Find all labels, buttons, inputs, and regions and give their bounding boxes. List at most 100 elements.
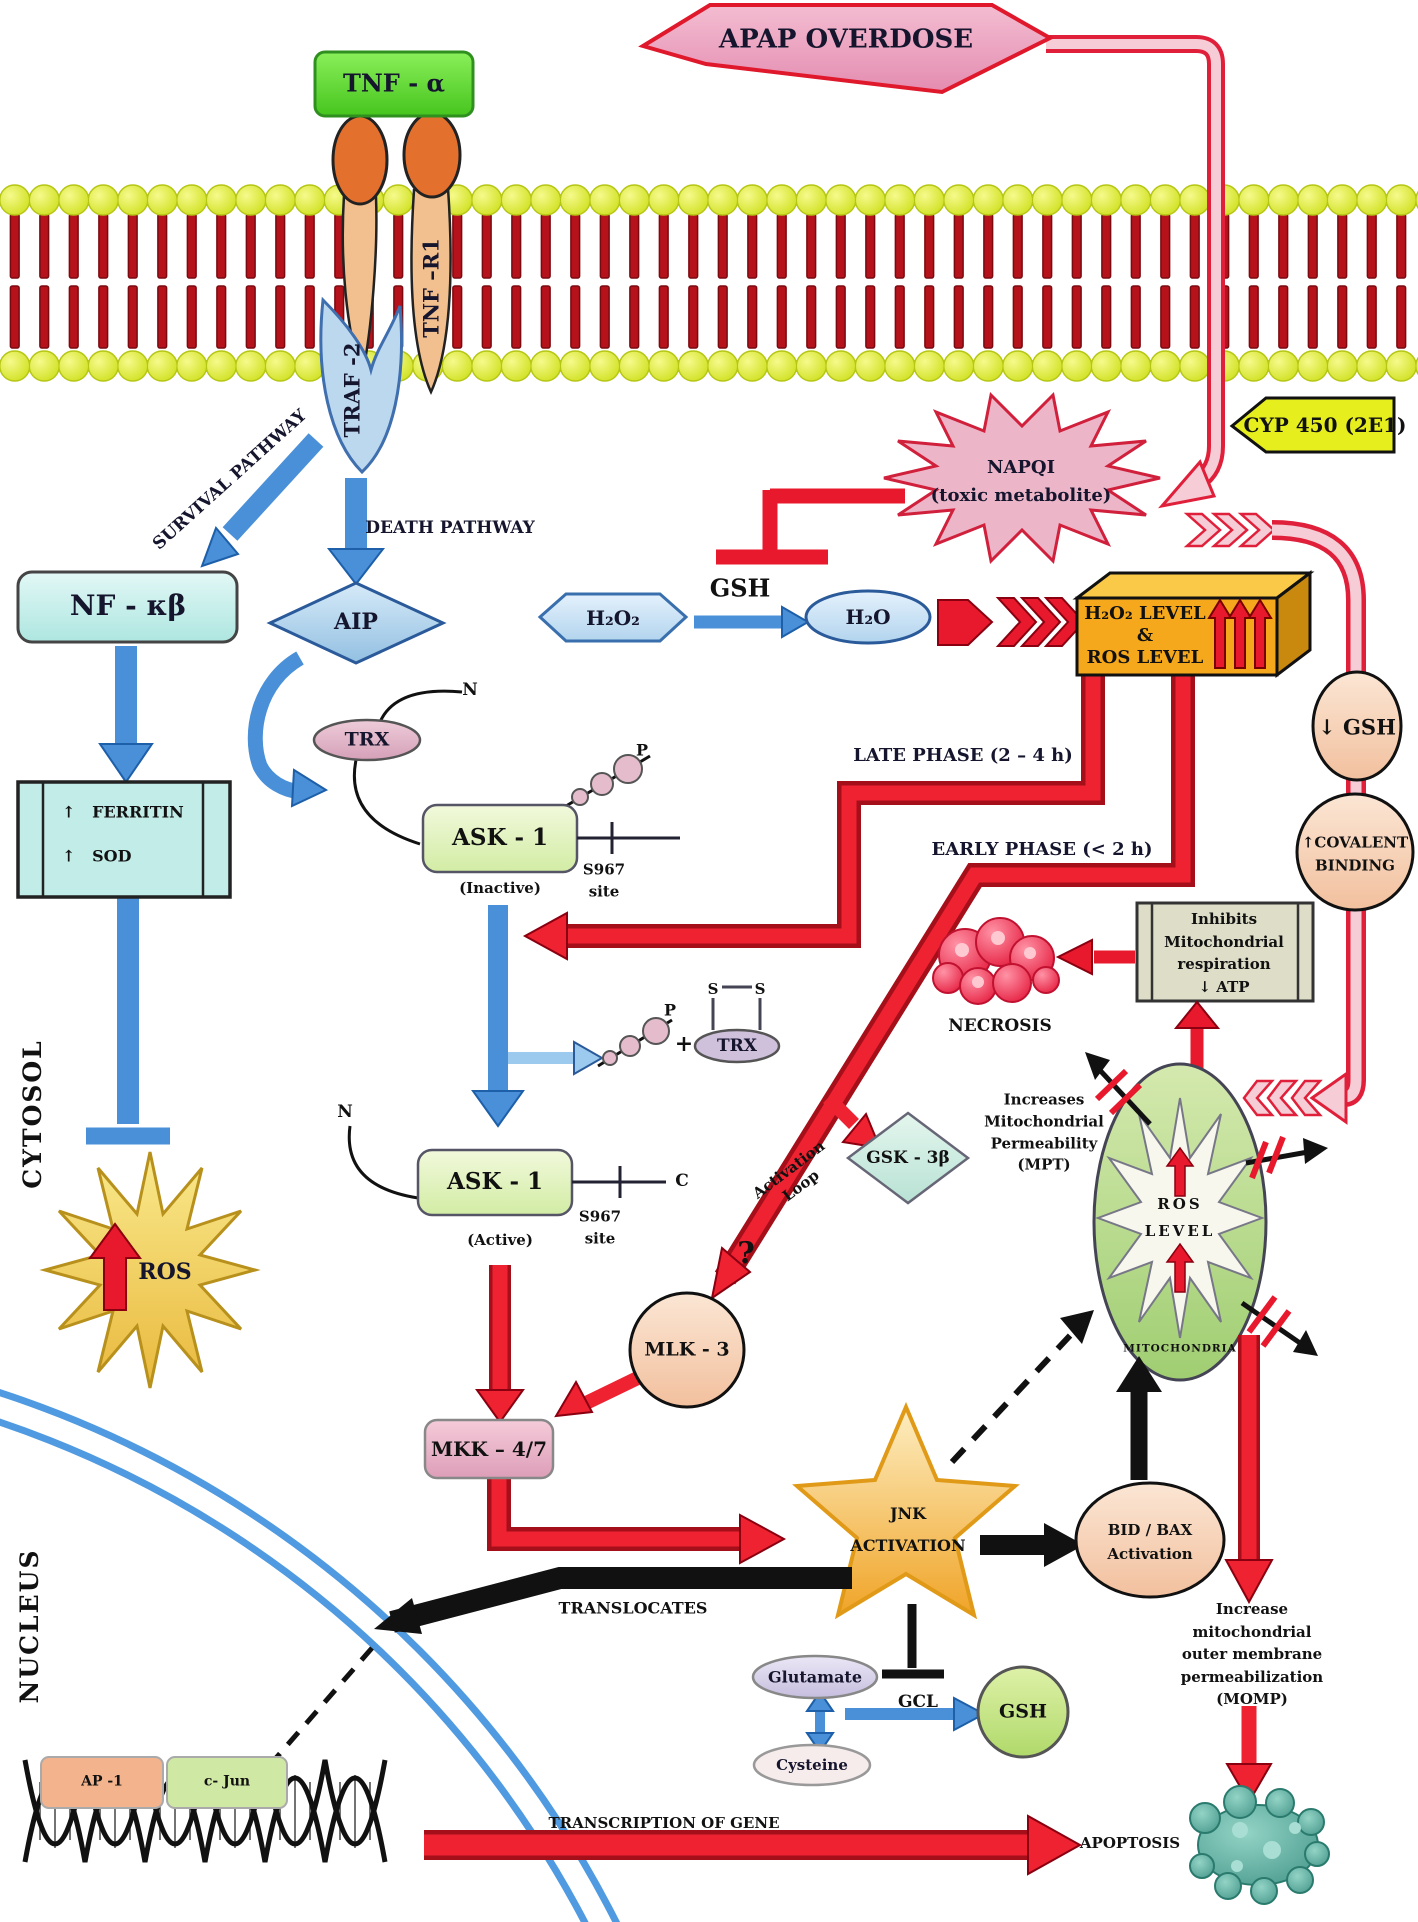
death-pathway-label: DEATH PATHWAY <box>365 517 535 538</box>
ask1-inactive-label: ASK - 1 <box>451 824 549 852</box>
h2o-label: H₂O <box>845 605 891 629</box>
mlk3-circle <box>628 1291 746 1409</box>
h2o-oval <box>804 589 932 645</box>
trx2-label: TRX <box>717 1035 757 1056</box>
h2o2-hexagon <box>537 592 689 643</box>
jnk-activation-label: JNK ACTIVATION <box>850 1504 966 1555</box>
apoptosis-label: APOPTOSIS <box>1079 1834 1181 1852</box>
ap1-box <box>40 1756 164 1809</box>
napqi-inhibits-gsh <box>716 488 905 565</box>
p1-label: P <box>635 740 649 760</box>
bid-bax-label: BID / BAX Activation <box>1107 1521 1193 1563</box>
bid-bax-circle <box>1074 1481 1226 1599</box>
trx1-label: TRX <box>344 728 390 751</box>
glutamate-label: Glutamate <box>768 1667 862 1687</box>
covalent-binding-circle <box>1295 792 1415 912</box>
ask1-active-label: ASK - 1 <box>446 1168 544 1196</box>
survival-arrow <box>200 433 324 568</box>
tnf-r1-label: TNF –R1 <box>418 238 444 338</box>
necrosis-label: NECROSIS <box>948 1015 1052 1036</box>
h2o2-ros-level-box <box>1072 569 1315 679</box>
cytosol-label: CYTOSOL <box>18 1039 47 1189</box>
tnf-alpha-box <box>313 50 475 118</box>
gsh-circle-label: GSH <box>999 1700 1047 1723</box>
mkk47-box <box>423 1418 555 1480</box>
plus-label: + <box>674 1030 694 1057</box>
mkk47-label: MKK – 4/7 <box>431 1437 547 1461</box>
cjun-box <box>166 1756 288 1809</box>
aip-curved-arrow <box>247 651 329 808</box>
mitochondria-oval <box>1092 1062 1268 1382</box>
trx-oval-1 <box>312 718 422 762</box>
late-phase-pipe <box>522 675 1105 961</box>
kinase-cascade-arrows <box>475 1265 787 1565</box>
s2-label: S <box>754 980 766 998</box>
cell-membrane <box>0 150 1418 383</box>
question-label: ? <box>737 1236 755 1271</box>
s967-site-2-label: S967 site <box>578 1207 622 1247</box>
aip-label: AIP <box>334 608 378 635</box>
trx-oval-2 <box>693 1028 781 1064</box>
tnf-receptor-complex <box>313 50 475 475</box>
cyp450-tag <box>1229 396 1396 454</box>
nucleus-label: NUCLEUS <box>15 1548 44 1704</box>
nfkb-to-ferritin-arrow <box>98 646 154 784</box>
transcription-label: TRANSCRIPTION OF GENE <box>548 1814 780 1832</box>
ferritin-sod-box <box>16 780 232 899</box>
gsh-label: GSH <box>709 573 771 603</box>
napqi-label: NAPQI (toxic metabolite) <box>930 457 1112 506</box>
mitochondria-label: MITOCHONDRIA <box>1123 1342 1237 1355</box>
gsk3b-diamond <box>845 1111 971 1205</box>
cysteine-label: Cysteine <box>776 1756 848 1774</box>
apoptosis-cells <box>1189 1785 1330 1905</box>
gsh-circle <box>976 1665 1070 1759</box>
cysteine-oval <box>752 1743 872 1787</box>
early-phase-label: EARLY PHASE (< 2 h) <box>931 839 1153 861</box>
n1-label: N <box>462 679 478 700</box>
nfkb-box <box>16 570 239 644</box>
n2-label: N <box>337 1101 353 1122</box>
apap-to-napqi-pipe <box>1046 35 1225 509</box>
gsh-down-label: ↓ GSH <box>1318 714 1396 740</box>
aip-diamond <box>266 581 447 665</box>
c-label: C <box>675 1170 689 1191</box>
h2o2-label: H₂O₂ <box>586 606 640 630</box>
apap-overdose-banner <box>638 3 1055 95</box>
mito-ros-level-label: ROS LEVEL <box>1144 1195 1216 1240</box>
mito-ros-burst <box>1095 1097 1265 1339</box>
gsh-synthesis-arrows <box>805 1690 987 1754</box>
inhibits-respiration-label: Inhibits Mitochondrial respiration ↓ ATP <box>1164 910 1284 996</box>
mito-permeability-arrows <box>1085 1052 1328 1356</box>
mlk3-label: MLK - 3 <box>644 1338 730 1361</box>
napqi-star <box>883 391 1161 565</box>
traf2-shape <box>319 296 403 475</box>
h2o2-to-h2o-arrow <box>694 605 811 639</box>
trx-ask-group <box>312 689 781 1217</box>
traf2-label: TRAF -2 <box>339 342 365 438</box>
translocates-label: TRANSLOCATES <box>558 1598 708 1618</box>
ros-star <box>39 1151 261 1389</box>
apap-overdose-label: APAP OVERDOSE <box>718 24 974 55</box>
sod-label: ↑ SOD <box>62 846 132 866</box>
jnk-star <box>792 1401 1020 1620</box>
mpt-label: Increases Mitochondrial Permeability (MP… <box>984 1090 1104 1174</box>
glutamate-oval <box>751 1654 879 1700</box>
jnk-output-arrows <box>374 1310 1162 1679</box>
s967-site-1-label: S967 site <box>582 860 626 900</box>
nfkb-label: NF - κβ <box>69 589 187 623</box>
cyp450-label: CYP 450 (2E1) <box>1243 413 1407 437</box>
ferritin-inhibits-ros <box>86 898 170 1145</box>
active-label: (Active) <box>467 1231 533 1249</box>
inhibits-respiration-box <box>1055 901 1315 1070</box>
tnf-alpha-label: TNF - α <box>343 68 445 98</box>
h2o2-ros-level-label: H₂O₂ LEVEL & ROS LEVEL <box>1084 603 1206 668</box>
ap1-label: AP -1 <box>81 1773 123 1790</box>
necrosis-cloud <box>932 917 1060 1005</box>
inactive-label: (Inactive) <box>459 879 541 897</box>
covalent-binding-label: ↑COVALENT BINDING <box>1301 833 1409 875</box>
gsk3b-label: GSK - 3β <box>866 1147 950 1168</box>
late-phase-label: LATE PHASE (2 – 4 h) <box>853 745 1073 767</box>
p2-label: P <box>663 1000 677 1020</box>
cjun-label: c- Jun <box>203 1773 251 1790</box>
